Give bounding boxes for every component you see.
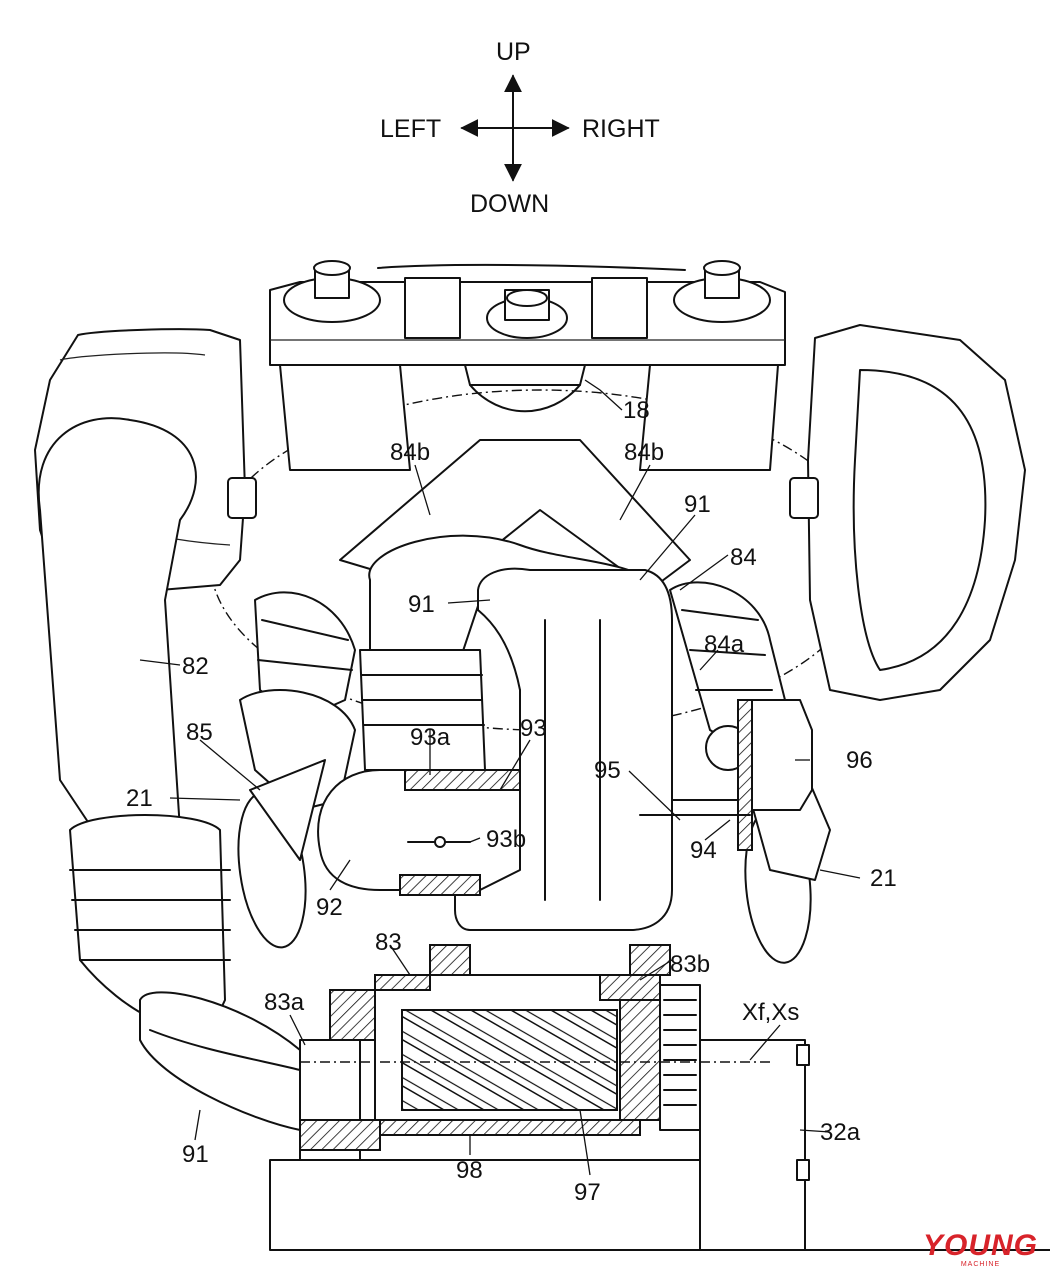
- label-95: 95: [594, 757, 621, 784]
- label-18: 18: [623, 397, 650, 424]
- label-83b: 83b: [670, 951, 710, 978]
- label-97: 97: [574, 1179, 601, 1206]
- direction-down-label: DOWN: [470, 190, 549, 218]
- direction-left-label: LEFT: [380, 115, 441, 143]
- actuator-96: [639, 699, 813, 851]
- right-airbox: [789, 324, 1026, 701]
- label-85: 85: [186, 719, 213, 746]
- label-98: 98: [456, 1157, 483, 1184]
- label-21-right: 21: [870, 865, 897, 892]
- label-93a: 93a: [410, 724, 451, 751]
- label-92: 92: [316, 894, 343, 921]
- label-xf-xs: Xf,Xs: [742, 999, 799, 1026]
- label-96: 96: [846, 747, 873, 774]
- label-84a: 84a: [704, 631, 745, 658]
- label-91-bottom: 91: [182, 1141, 209, 1168]
- label-91-top-right: 91: [684, 491, 711, 518]
- label-83: 83: [375, 929, 402, 956]
- label-84b-right: 84b: [624, 439, 664, 466]
- label-32a: 32a: [820, 1119, 861, 1146]
- label-93b: 93b: [486, 826, 526, 853]
- inlet-21-left: [237, 591, 356, 949]
- direction-up-label: UP: [496, 38, 531, 66]
- label-93: 93: [520, 715, 547, 742]
- valve-93: [317, 769, 521, 896]
- direction-compass: UP DOWN LEFT RIGHT: [380, 38, 660, 218]
- label-83a: 83a: [264, 989, 305, 1016]
- label-84: 84: [730, 544, 757, 571]
- label-91-center: 91: [408, 591, 435, 618]
- duct-82: [37, 417, 301, 1131]
- leader-lines: [139, 379, 861, 1176]
- watermark-logo: YOUNG MACHINE: [922, 1229, 1038, 1269]
- direction-right-label: RIGHT: [582, 115, 660, 143]
- label-94: 94: [690, 837, 717, 864]
- label-84b-left: 84b: [390, 439, 430, 466]
- label-21-left: 21: [126, 785, 153, 812]
- reference-labels: 18 84b 84b 91 84 91 84a 82 85 93a 93 95 …: [126, 397, 897, 1206]
- top-bridge: [269, 260, 786, 471]
- label-82: 82: [182, 653, 209, 680]
- supercharger-housing: [269, 944, 1050, 1251]
- watermark-brand: YOUNG: [922, 1229, 1038, 1262]
- watermark-sub: MACHINE: [960, 1261, 1001, 1268]
